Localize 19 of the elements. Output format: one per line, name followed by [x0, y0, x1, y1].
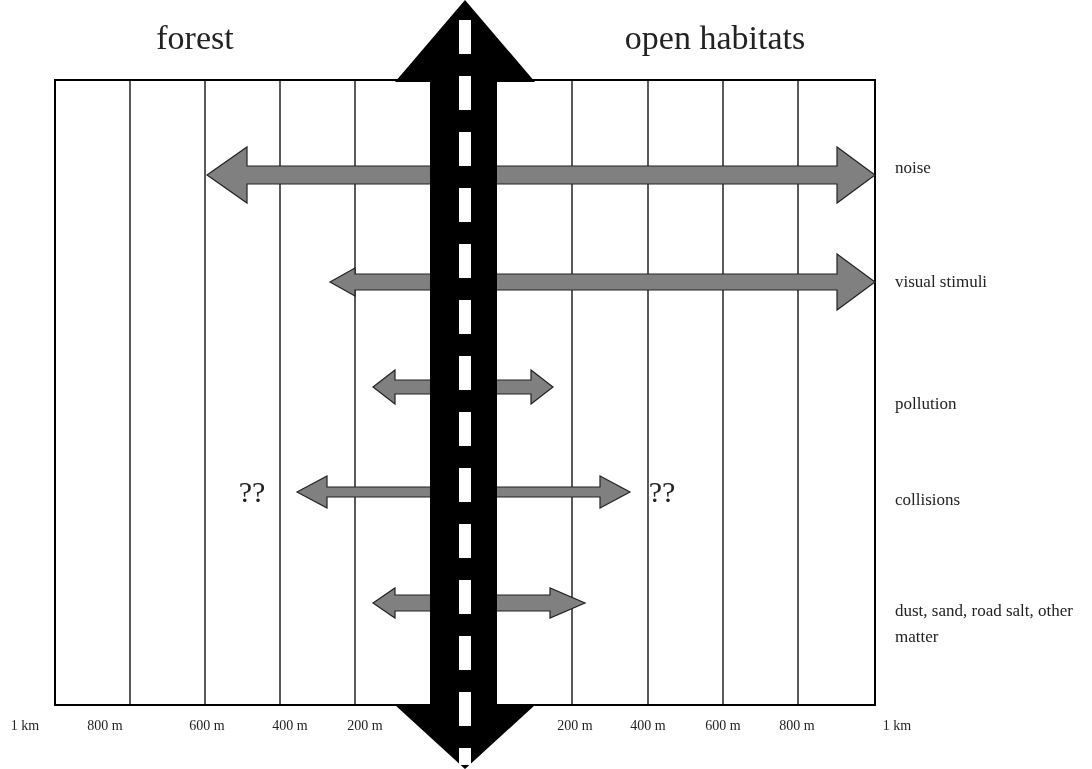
distance-label: 600 m — [189, 718, 225, 735]
distance-label: 400 m — [630, 718, 666, 735]
effect-label: dust, sand, road salt, other matter — [895, 600, 1074, 648]
unknown-mark: ?? — [648, 475, 676, 510]
effect-label: noise — [895, 158, 931, 178]
distance-label: 200 m — [557, 718, 593, 735]
distance-label: 800 m — [87, 718, 123, 735]
distance-label: 1 km — [10, 718, 40, 735]
effect-label: collisions — [895, 490, 961, 510]
distance-label: 400 m — [272, 718, 308, 735]
column-heading: open habitats — [624, 18, 806, 58]
effect-label: visual stimuli — [895, 272, 988, 292]
column-heading: forest — [156, 18, 234, 58]
unknown-mark: ?? — [238, 475, 266, 510]
distance-label: 1 km — [882, 718, 912, 735]
effect-label: pollution — [895, 394, 957, 414]
distance-label: 800 m — [779, 718, 815, 735]
distance-label: 200 m — [347, 718, 383, 735]
distance-label: 600 m — [705, 718, 741, 735]
